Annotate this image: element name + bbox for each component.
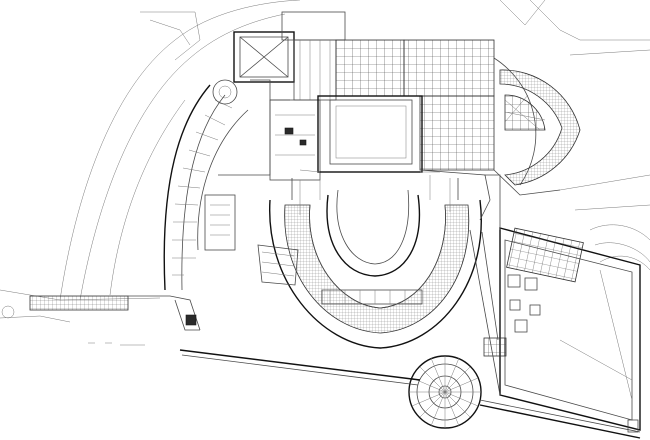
connecting-walls: [291, 169, 501, 230]
terrace: [29, 295, 201, 346]
stage: [317, 95, 423, 173]
stage-house: [335, 39, 495, 171]
foyer-wing: [163, 79, 290, 291]
promenade: [179, 349, 641, 439]
tower: [233, 11, 346, 83]
rotunda: [408, 355, 482, 429]
horseshoe-auditorium: [257, 175, 482, 349]
site-outline: [0, 0, 650, 323]
amphitheater: [493, 57, 581, 196]
plaza: [469, 227, 641, 431]
service-core: [269, 39, 337, 181]
